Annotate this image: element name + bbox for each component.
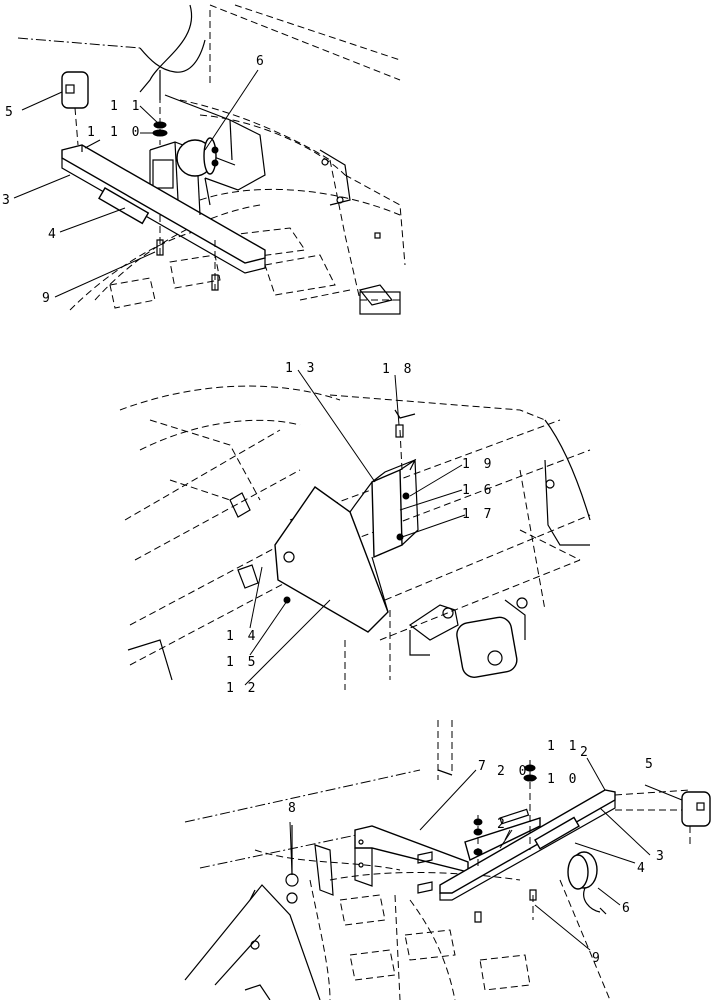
callout-8: 8 bbox=[288, 801, 299, 816]
callout-11: 1 1 bbox=[110, 99, 142, 114]
callout-19: 1 9 bbox=[462, 457, 494, 472]
callout-10-b: 1 0 bbox=[547, 772, 579, 787]
callout-9: 9 bbox=[42, 291, 53, 306]
callout-18: 1 8 bbox=[382, 362, 414, 377]
amber-lamp-bottom bbox=[681, 791, 711, 845]
callout-4-b: 4 bbox=[637, 861, 648, 876]
callout-13: 1 3 bbox=[285, 361, 317, 376]
callout-15: 1 5 bbox=[226, 655, 258, 670]
callout-14: 1 4 bbox=[226, 629, 258, 644]
amber-lamp bbox=[61, 71, 89, 146]
callout-4: 4 bbox=[48, 227, 59, 242]
callout-10: 1 0 bbox=[110, 125, 142, 140]
callout-12: 1 2 bbox=[226, 681, 258, 696]
fastener-stack bbox=[152, 85, 219, 291]
callout-5: 5 bbox=[5, 105, 16, 120]
callout-6: 6 bbox=[256, 54, 267, 69]
callout-3-b: 3 bbox=[656, 849, 667, 864]
callout-2-mid: 2 bbox=[497, 817, 508, 832]
callout-6-b: 6 bbox=[622, 901, 633, 916]
callout-17: 1 7 bbox=[462, 507, 494, 522]
callout-2-top: 2 bbox=[580, 745, 591, 760]
callout-9-b: 9 bbox=[592, 951, 603, 966]
bottom-assembly-view: 7 2 0 1 1 2 5 1 0 8 2 4 3 6 9 bbox=[184, 720, 711, 1000]
callout-7: 7 bbox=[478, 759, 489, 774]
middle-assembly-view: 1 3 1 8 1 9 1 6 1 7 1 4 1 5 1 2 bbox=[119, 361, 591, 696]
callout-1: 1 bbox=[87, 125, 98, 140]
top-assembly-view: 5 1 1 1 0 1 3 4 9 6 bbox=[2, 4, 406, 315]
callout-16: 1 6 bbox=[462, 483, 494, 498]
callout-3: 3 bbox=[2, 193, 13, 208]
callout-5-b: 5 bbox=[645, 757, 656, 772]
callout-20: 2 0 bbox=[497, 764, 529, 779]
beacon-bottom bbox=[567, 851, 607, 915]
callout-11-b: 1 1 bbox=[547, 739, 579, 754]
